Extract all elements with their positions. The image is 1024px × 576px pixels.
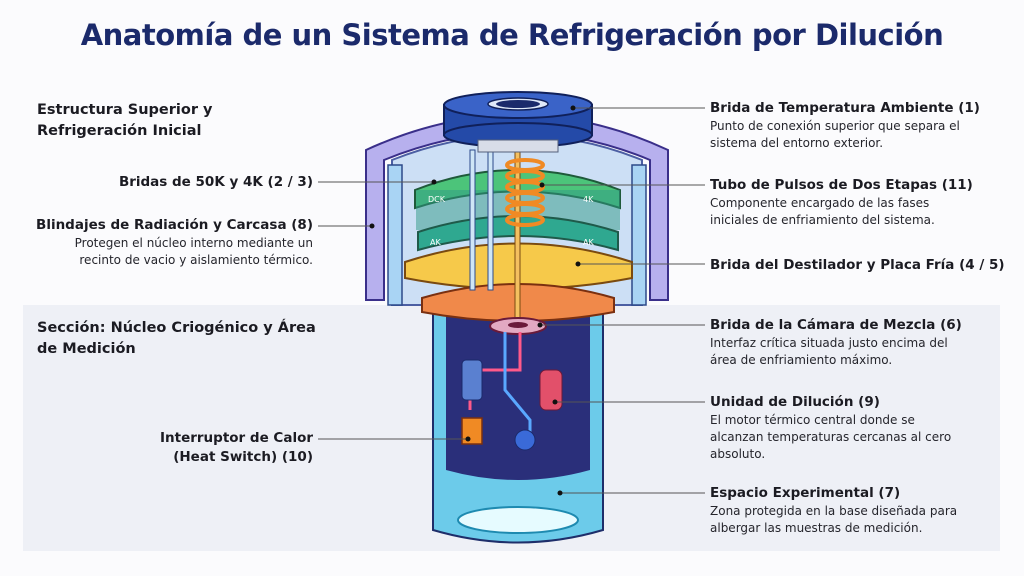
label-title: (Heat Switch) (10) [173,449,313,465]
label-desc: iniciales de enfriamiento del sistema. [710,213,935,227]
label-desc: Zona protegida en la base diseñada para [710,504,958,518]
label-radiation-shields: Blindajes de Radiación y Carcasa (8) Pro… [36,216,313,269]
label-desc: albergar las muestras de medición. [710,521,923,535]
shield-wall-left [387,164,403,306]
label-dilution-unit: Unidad de Dilución (9) El motor térmico … [710,393,1010,463]
label-experimental-space: Espacio Experimental (7) Zona protegida … [710,484,1010,537]
tube [469,149,476,291]
heat-switch [461,417,483,445]
label-desc: El motor térmico central donde se [710,413,915,427]
label-desc: Componente encargado de las fases [710,196,930,210]
label-title: Brida de Temperatura Ambiente (1) [710,100,980,116]
label-flanges-50k-4k: Bridas de 50K y 4K (2 / 3) [118,174,313,190]
label-pulse-tube: Tubo de Pulsos de Dos Etapas (11) Compon… [710,176,1010,229]
label-title: Espacio Experimental (7) [710,485,901,501]
label-desc: Punto de conexión superior que separa el [710,119,960,133]
label-heat-switch: Interruptor de Calor (Heat Switch) (10) [160,429,313,467]
shield-wall-right [631,164,647,306]
label-desc: recinto de vacio y aislamiento térmico. [79,253,313,267]
label-still-cold-plate: Brida del Destilador y Placa Fría (4 / 5… [710,256,1010,275]
label-desc: alcanzan temperaturas cercanas al cero [710,430,952,444]
section-heading-line: Refrigeración Inicial [37,123,202,139]
leader-lines [318,107,705,494]
label-title: Interruptor de Calor [159,430,313,446]
section-heading-line: Estructura Superior y [37,102,213,118]
flange-label: 4K [583,195,594,204]
label-title: Brida de la Cámara de Mezcla (6) [710,317,962,333]
flange-label: DCK [428,195,446,204]
section-heading-upper: Estructura Superior y Refrigeración Inic… [37,100,213,142]
label-title: Unidad de Dilución (9) [710,394,880,410]
section-heading-lower: Sección: Núcleo Criogénico y Área de Med… [37,318,316,360]
flange-opening [496,100,540,108]
experimental-space [457,506,579,534]
label-desc: área de enfriamiento máximo. [710,353,893,367]
section-heading-line: de Medición [37,341,136,357]
label-desc: Interfaz crítica situada justo encima de… [710,336,948,350]
pulse-tube-coil [505,158,545,227]
leader-dots [369,105,581,496]
label-desc: absoluto. [710,447,766,461]
label-title: Tubo de Pulsos de Dos Etapas (11) [710,177,973,193]
tube [487,149,494,291]
label-desc: Protegen el núcleo interno mediante un [74,236,313,250]
label-title: Blindajes de Radiación y Carcasa (8) [36,217,313,233]
flange-label: AK [583,238,594,247]
section-heading-line: Sección: Núcleo Criogénico y Área [37,320,316,336]
flange-label: AK [430,238,441,247]
label-room-temp-flange: Brida de Temperatura Ambiente (1) Punto … [710,99,1010,152]
page-title: Anatomía de un Sistema de Refrigeración … [80,18,944,52]
tube [514,149,521,331]
flange-neck [477,139,559,153]
label-desc: sistema del entorno exterior. [710,136,884,150]
label-mixing-chamber: Brida de la Cámara de Mezcla (6) Interfa… [710,316,1010,369]
mixing-chamber-opening [508,322,528,328]
label-title: Brida del Destilador y Placa Fría (4 / 5… [710,257,1005,273]
